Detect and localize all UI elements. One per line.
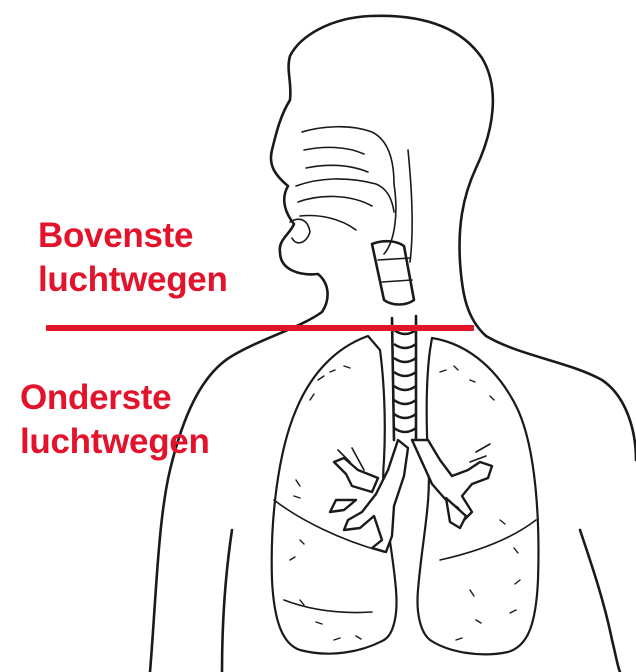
lower-airways-label-line-2: luchtwegen (20, 420, 210, 464)
nasal-cavity (290, 127, 394, 243)
upper-airways-label-line-2: luchtwegen (38, 258, 228, 302)
lower-airways-label-line-1: Onderste (20, 376, 210, 420)
left-arm-outline (222, 530, 232, 672)
upper-airways-label: Bovenste luchtwegen (38, 214, 228, 302)
upper-airways-label-line-1: Bovenste (38, 214, 228, 258)
trachea (392, 316, 416, 440)
airway-divider-line (46, 325, 474, 331)
lower-airways-label: Onderste luchtwegen (20, 376, 210, 464)
right-lung (418, 338, 539, 654)
right-arm-outline (580, 530, 620, 672)
